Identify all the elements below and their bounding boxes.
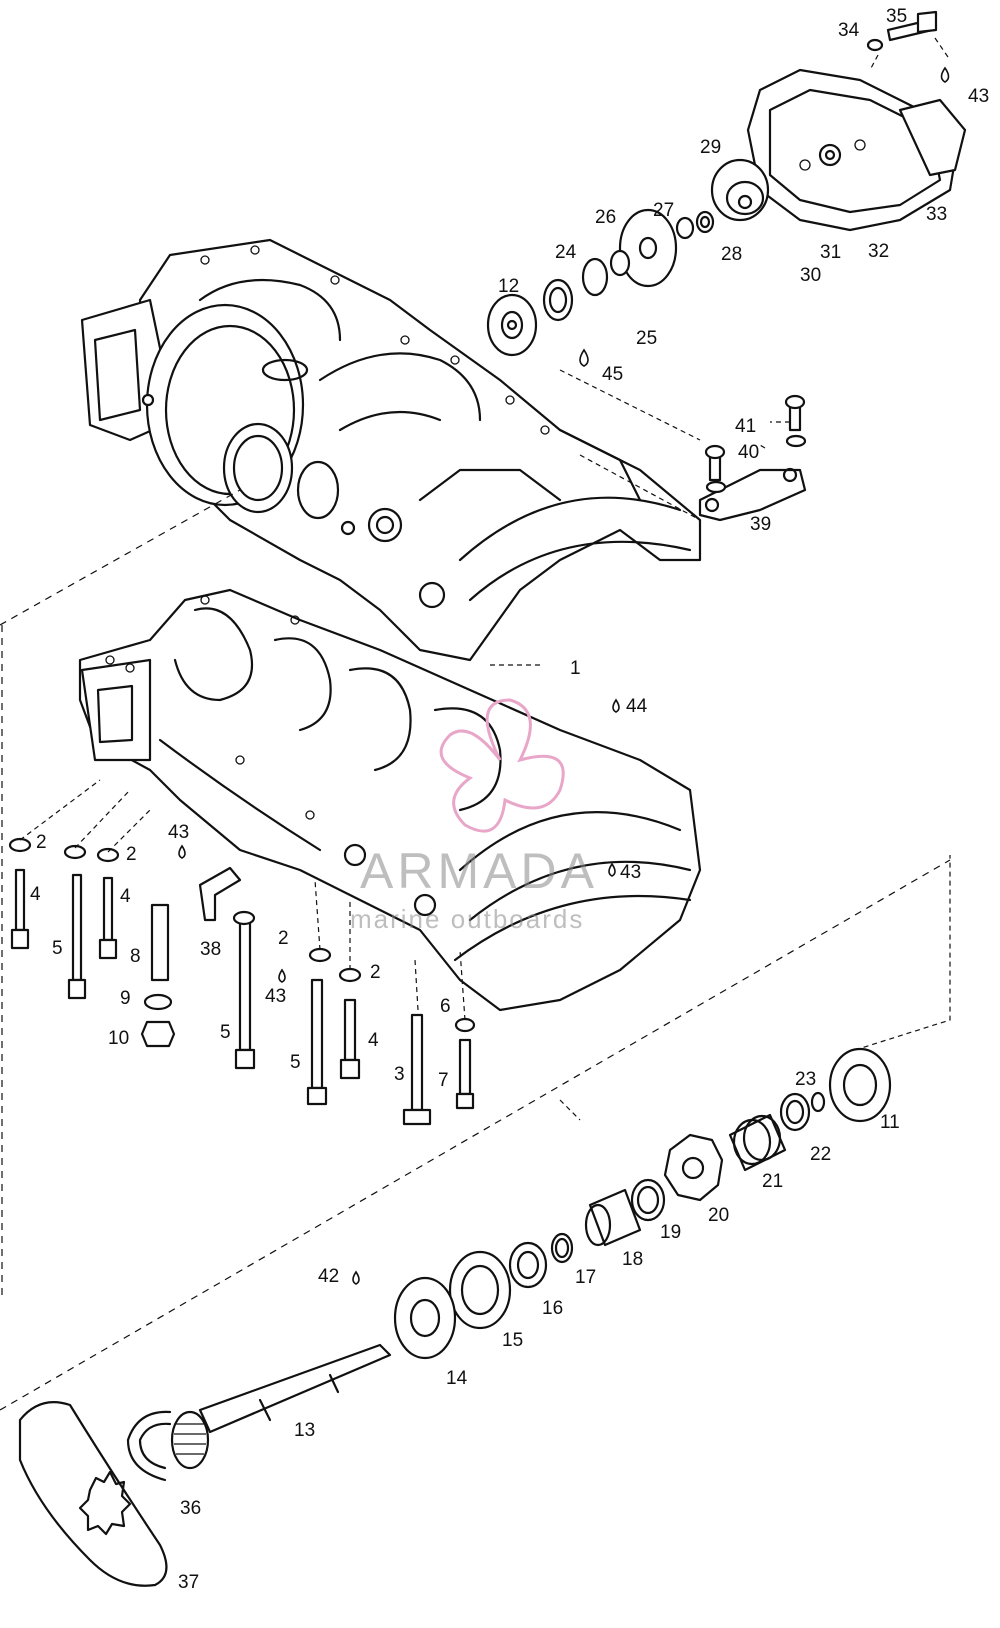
- part-label-4: 4: [368, 1030, 379, 1051]
- part-label-7: 7: [438, 1070, 449, 1091]
- part-label-12: 12: [498, 276, 519, 297]
- part-label-43: 43: [168, 822, 189, 843]
- part-label-3: 3: [394, 1064, 405, 1085]
- part-label-31: 31: [820, 242, 841, 263]
- part-label-42: 42: [318, 1266, 339, 1287]
- part-label-2: 2: [370, 962, 381, 983]
- drop-icon: [178, 844, 186, 859]
- drop-icon: [579, 348, 589, 367]
- watermark-tagline: marine outboards: [350, 904, 584, 934]
- part-label-14: 14: [446, 1368, 468, 1389]
- part-label-2: 2: [278, 928, 289, 949]
- part-label-9: 9: [120, 988, 131, 1009]
- part-label-43: 43: [620, 862, 641, 883]
- part-label-5: 5: [220, 1022, 231, 1043]
- part-label-10: 10: [108, 1028, 129, 1049]
- label-leaders: [490, 421, 790, 1121]
- part-label-2: 2: [36, 832, 47, 853]
- part-label-26: 26: [595, 207, 616, 228]
- drop-icon: [612, 698, 620, 713]
- mount-bracket-assembly: [559, 369, 807, 522]
- watermark-brand: ARMADA: [360, 843, 598, 899]
- part-label-45: 45: [602, 364, 623, 385]
- part-label-16: 16: [542, 1298, 563, 1319]
- part-label-43: 43: [265, 986, 286, 1007]
- part-label-35: 35: [886, 6, 907, 27]
- part-label-17: 17: [575, 1267, 596, 1288]
- part-label-28: 28: [721, 244, 742, 265]
- part-label-13: 13: [294, 1420, 315, 1441]
- upper-crankcase: [80, 238, 702, 662]
- part-label-4: 4: [30, 884, 41, 905]
- part-label-5: 5: [290, 1052, 301, 1073]
- part-label-32: 32: [868, 241, 889, 262]
- part-label-36: 36: [180, 1498, 201, 1519]
- part-label-34: 34: [838, 20, 860, 41]
- drop-icon: [278, 968, 286, 983]
- part-label-27: 27: [653, 200, 674, 221]
- watermark-flower-icon: [439, 698, 565, 833]
- part-label-23: 23: [795, 1069, 816, 1090]
- drop-icon: [608, 862, 616, 877]
- grease-drop-icons: [178, 66, 950, 1285]
- part-label-39: 39: [750, 514, 771, 535]
- part-label-20: 20: [708, 1205, 729, 1226]
- part-label-2: 2: [126, 844, 137, 865]
- part-label-15: 15: [502, 1330, 523, 1351]
- part-label-37: 37: [178, 1572, 199, 1593]
- drop-icon: [940, 66, 950, 83]
- part-label-19: 19: [660, 1222, 681, 1243]
- part-label-24: 24: [555, 242, 577, 263]
- drop-icon: [352, 1270, 360, 1285]
- part-label-18: 18: [622, 1249, 643, 1270]
- left-fasteners: [8, 779, 476, 1126]
- part-label-25: 25: [636, 328, 657, 349]
- part-label-30: 30: [800, 265, 821, 286]
- part-label-44: 44: [626, 696, 648, 717]
- drive-shaft-stack: [18, 855, 951, 1587]
- assembly-line-bottom: [0, 859, 951, 1411]
- part-label-40: 40: [738, 442, 759, 463]
- part-label-11: 11: [880, 1112, 900, 1133]
- part-label-33: 33: [926, 204, 947, 225]
- part-label-6: 6: [440, 996, 451, 1017]
- part-label-22: 22: [810, 1144, 831, 1165]
- part-number-labels: 35 34 43 29 33 27 26 24 28 31 32 30 12 2…: [30, 6, 989, 1593]
- part-label-21: 21: [762, 1171, 783, 1192]
- lower-crankcase: [78, 588, 702, 1012]
- part-label-4: 4: [120, 886, 131, 907]
- part-label-43: 43: [968, 86, 989, 107]
- rotary-valve-cover-assembly: [486, 10, 967, 357]
- part-label-1: 1: [570, 658, 581, 679]
- assembly-line-left: [0, 489, 241, 626]
- part-label-8: 8: [130, 946, 141, 967]
- part-label-38: 38: [200, 939, 221, 960]
- part-label-41: 41: [735, 416, 756, 437]
- part-label-29: 29: [700, 137, 721, 158]
- watermark-logo: ARMADA marine outboards: [350, 698, 598, 934]
- part-label-5: 5: [52, 938, 63, 959]
